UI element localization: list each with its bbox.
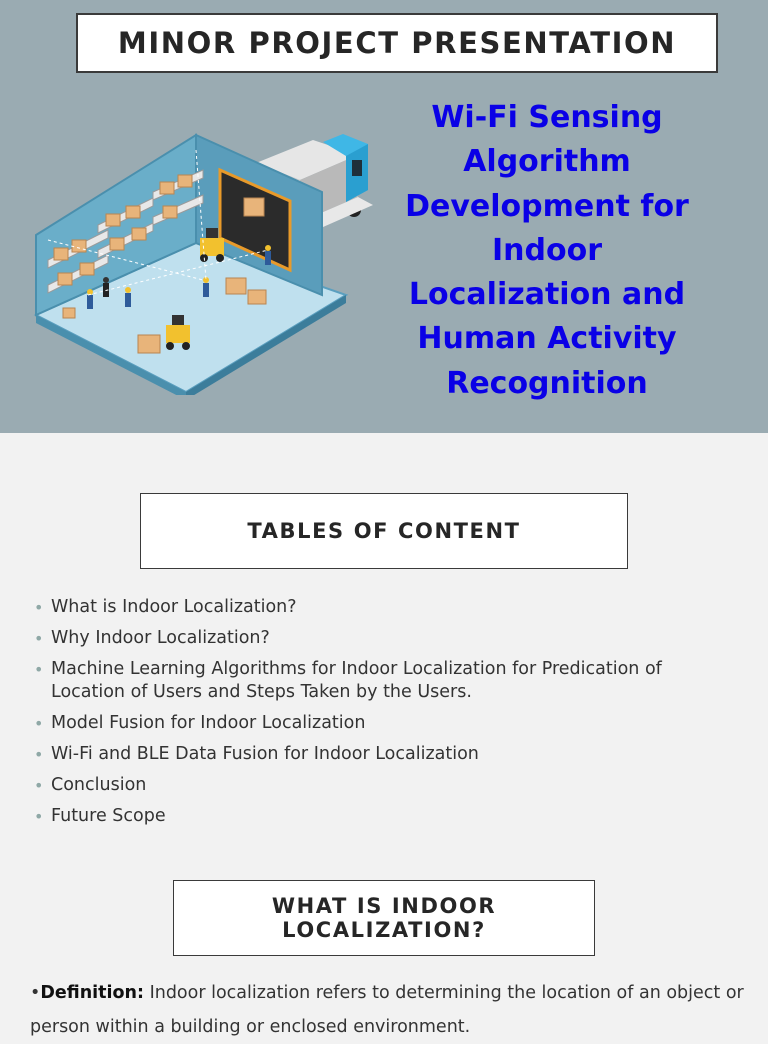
toc-item-label: What is Indoor Localization? (51, 597, 297, 617)
bullet-icon: • (34, 660, 44, 679)
title-banner: MINOR PROJECT PRESENTATION (76, 13, 718, 73)
presentation-headline: Wi-Fi Sensing Algorithm Development for … (405, 100, 689, 401)
toc-item-label: Why Indoor Localization? (51, 628, 270, 648)
toc-list: • What is Indoor Localization? • Why Indoo… (34, 596, 734, 836)
toc-item: • Why Indoor Localization? (34, 627, 734, 650)
bullet-icon: • (30, 982, 41, 1003)
section-heading: WHAT IS INDOOR LOCALIZATION? (271, 894, 497, 942)
toc-item-label: Machine Learning Algorithms for Indoor L… (51, 659, 662, 702)
definition-paragraph: •Definition: Indoor localization refers … (30, 976, 745, 1044)
bullet-icon: • (34, 629, 44, 648)
bullet-icon: • (34, 807, 44, 826)
bullet-icon: • (34, 776, 44, 795)
bullet-icon: • (34, 745, 44, 764)
toc-item: • Future Scope (34, 805, 734, 828)
toc-item-label: Conclusion (51, 775, 147, 795)
title-slide: MINOR PROJECT PRESENTATION (0, 0, 768, 433)
definition-label: Definition: (40, 982, 144, 1003)
banner-title: MINOR PROJECT PRESENTATION (117, 26, 677, 60)
section-heading-box: WHAT IS INDOOR LOCALIZATION? (173, 880, 595, 956)
toc-item: • What is Indoor Localization? (34, 596, 734, 619)
toc-heading-box: TABLES OF CONTENT (140, 493, 628, 569)
toc-item: • Conclusion (34, 774, 734, 797)
warehouse-illustration-icon (33, 133, 373, 395)
toc-item-label: Wi-Fi and BLE Data Fusion for Indoor Loc… (51, 744, 479, 764)
toc-item: • Model Fusion for Indoor Localization (34, 712, 734, 735)
toc-item-label: Model Fusion for Indoor Localization (51, 713, 366, 733)
toc-heading: TABLES OF CONTENT (247, 519, 521, 543)
bullet-icon: • (34, 714, 44, 733)
toc-item-label: Future Scope (51, 806, 166, 826)
toc-item: • Wi-Fi and BLE Data Fusion for Indoor Lo… (34, 743, 734, 766)
bullet-icon: • (34, 598, 44, 617)
toc-item: • Machine Learning Algorithms for Indoor … (34, 658, 734, 704)
